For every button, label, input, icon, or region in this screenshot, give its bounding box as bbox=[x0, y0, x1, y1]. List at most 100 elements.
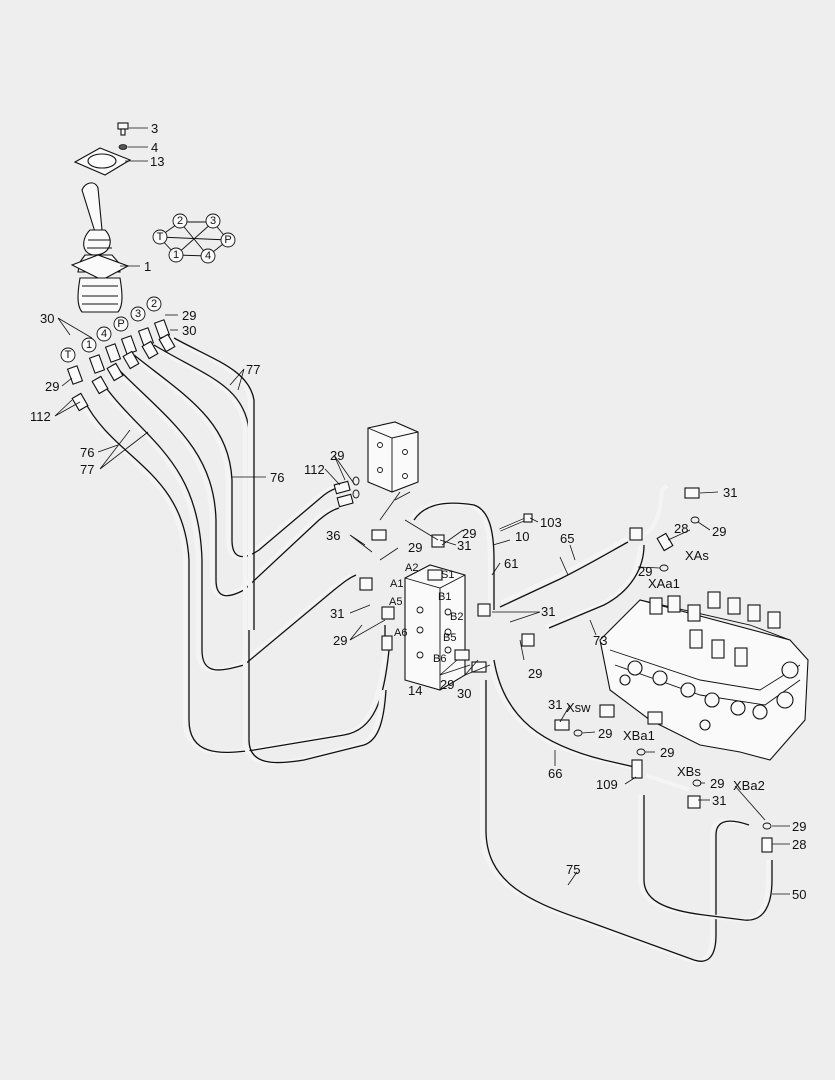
hose-port-3-label: 3 bbox=[135, 308, 141, 320]
callout-31-c: 31 bbox=[541, 604, 555, 619]
hose-61 bbox=[408, 501, 495, 610]
hose-75 bbox=[479, 680, 750, 964]
callout-77-right: 77 bbox=[246, 362, 260, 377]
callout-29-f: 29 bbox=[638, 564, 652, 579]
hose-73 bbox=[544, 544, 645, 630]
port-b6-label: B6 bbox=[433, 653, 446, 665]
port-a1-label: A1 bbox=[390, 578, 403, 590]
callout-4: 4 bbox=[151, 140, 158, 155]
port-t-label: T bbox=[157, 231, 164, 243]
port-pattern-diagram bbox=[158, 221, 229, 257]
callout-13: 13 bbox=[150, 154, 164, 169]
port-xaa1-label: XAa1 bbox=[648, 576, 680, 591]
port-pattern-labels: 2 3 T P 1 4 bbox=[152, 213, 236, 264]
callout-29-r: 29 bbox=[792, 819, 806, 834]
hose-top-right bbox=[168, 336, 255, 630]
port-a2-label: A2 bbox=[405, 562, 418, 574]
callout-labels: 3 4 13 1 29 30 30 29 112 76 77 77 76 29 … bbox=[30, 121, 806, 902]
hose-76-right bbox=[128, 353, 345, 559]
port-xbs-label: XBs bbox=[677, 764, 701, 779]
port-1-label: 1 bbox=[173, 249, 179, 261]
bolt-icon bbox=[117, 122, 129, 136]
port-xba2-label: XBa2 bbox=[733, 778, 765, 793]
callout-61: 61 bbox=[504, 556, 518, 571]
callout-31-e: 31 bbox=[712, 793, 726, 808]
hose-66 bbox=[487, 659, 640, 771]
callout-36: 36 bbox=[326, 528, 340, 543]
port-labels: A1 A2 A5 A6 B1 B2 B5 B6 S1 XAs XAa1 Xsw … bbox=[389, 548, 765, 793]
port-b1-label: B1 bbox=[438, 591, 451, 603]
port-s1-label: S1 bbox=[441, 569, 454, 581]
hose-port-2-label: 2 bbox=[151, 298, 157, 310]
callout-29-i: 29 bbox=[710, 776, 724, 791]
port-a6-label: A6 bbox=[394, 627, 407, 639]
port-p-label: P bbox=[224, 234, 231, 246]
port-3-label: 3 bbox=[210, 215, 216, 227]
callout-1: 1 bbox=[144, 259, 151, 274]
callout-29-e: 29 bbox=[528, 666, 542, 681]
callout-66: 66 bbox=[548, 766, 562, 781]
valve-block-14 bbox=[404, 564, 466, 691]
callout-29-g: 29 bbox=[598, 726, 612, 741]
port-xas-label: XAs bbox=[685, 548, 709, 563]
callout-29-top: 29 bbox=[182, 308, 196, 323]
hose-port-1-label: 1 bbox=[86, 339, 92, 351]
callout-29-top2: 29 bbox=[712, 524, 726, 539]
port-b5-label: B5 bbox=[443, 632, 456, 644]
port-xba1-label: XBa1 bbox=[623, 728, 655, 743]
callout-31-d: 31 bbox=[548, 697, 562, 712]
callout-10: 10 bbox=[515, 529, 529, 544]
bracket-fittings bbox=[333, 476, 360, 508]
callout-31-b: 31 bbox=[330, 606, 344, 621]
hose-77-mid bbox=[113, 368, 340, 598]
hose-50 bbox=[637, 795, 773, 923]
callout-28-r: 28 bbox=[792, 837, 806, 852]
callout-112-mid: 112 bbox=[304, 462, 325, 477]
callout-31-a: 31 bbox=[457, 538, 471, 553]
callout-50: 50 bbox=[792, 887, 806, 902]
callout-29-h: 29 bbox=[660, 745, 674, 760]
callout-73: 73 bbox=[593, 633, 607, 648]
callout-29-d: 29 bbox=[440, 677, 454, 692]
callout-65: 65 bbox=[560, 531, 574, 546]
callout-3: 3 bbox=[151, 121, 158, 136]
mounting-bracket-icon bbox=[367, 421, 419, 493]
hose-65 bbox=[499, 536, 629, 608]
hose-group bbox=[78, 336, 773, 964]
callout-77-left: 77 bbox=[80, 462, 94, 477]
callout-109: 109 bbox=[596, 777, 618, 792]
callout-103: 103 bbox=[540, 515, 562, 530]
hose-port-p-label: P bbox=[117, 318, 124, 330]
bolt-103-icon bbox=[499, 513, 533, 532]
valve-port-bosses bbox=[619, 660, 799, 731]
callout-28-top: 28 bbox=[674, 521, 688, 536]
callout-76-left: 76 bbox=[80, 445, 94, 460]
port-xsw-label: Xsw bbox=[566, 700, 591, 715]
callout-75: 75 bbox=[566, 862, 580, 877]
port-a5-label: A5 bbox=[389, 596, 402, 608]
joystick-assembly bbox=[70, 122, 229, 313]
callout-31-top: 31 bbox=[723, 485, 737, 500]
callout-29-left: 29 bbox=[45, 379, 59, 394]
callout-29-a: 29 bbox=[408, 540, 422, 555]
hose-port-labels: T 1 4 P 3 2 bbox=[60, 296, 162, 363]
port-b2-label: B2 bbox=[450, 611, 463, 623]
callout-14: 14 bbox=[408, 683, 422, 698]
hose-xbs bbox=[644, 773, 691, 792]
port-4-label: 4 bbox=[205, 250, 211, 262]
mounting-plate-icon bbox=[73, 147, 132, 176]
callout-29-b: 29 bbox=[462, 526, 476, 541]
callout-29-mid: 29 bbox=[330, 448, 344, 463]
joystick-lever-icon bbox=[70, 182, 130, 313]
hose-77-right bbox=[148, 343, 387, 765]
hose-77-left bbox=[98, 383, 357, 672]
valve-spool-caps bbox=[649, 591, 781, 667]
callout-76-mid: 76 bbox=[270, 470, 284, 485]
hose-end-fittings bbox=[66, 319, 176, 412]
hose-port-4-label: 4 bbox=[101, 328, 107, 340]
leader-lines bbox=[54, 127, 790, 895]
hose-port-t-label: T bbox=[65, 349, 72, 361]
hose-76-left bbox=[78, 399, 390, 755]
washer-icon bbox=[118, 144, 128, 150]
